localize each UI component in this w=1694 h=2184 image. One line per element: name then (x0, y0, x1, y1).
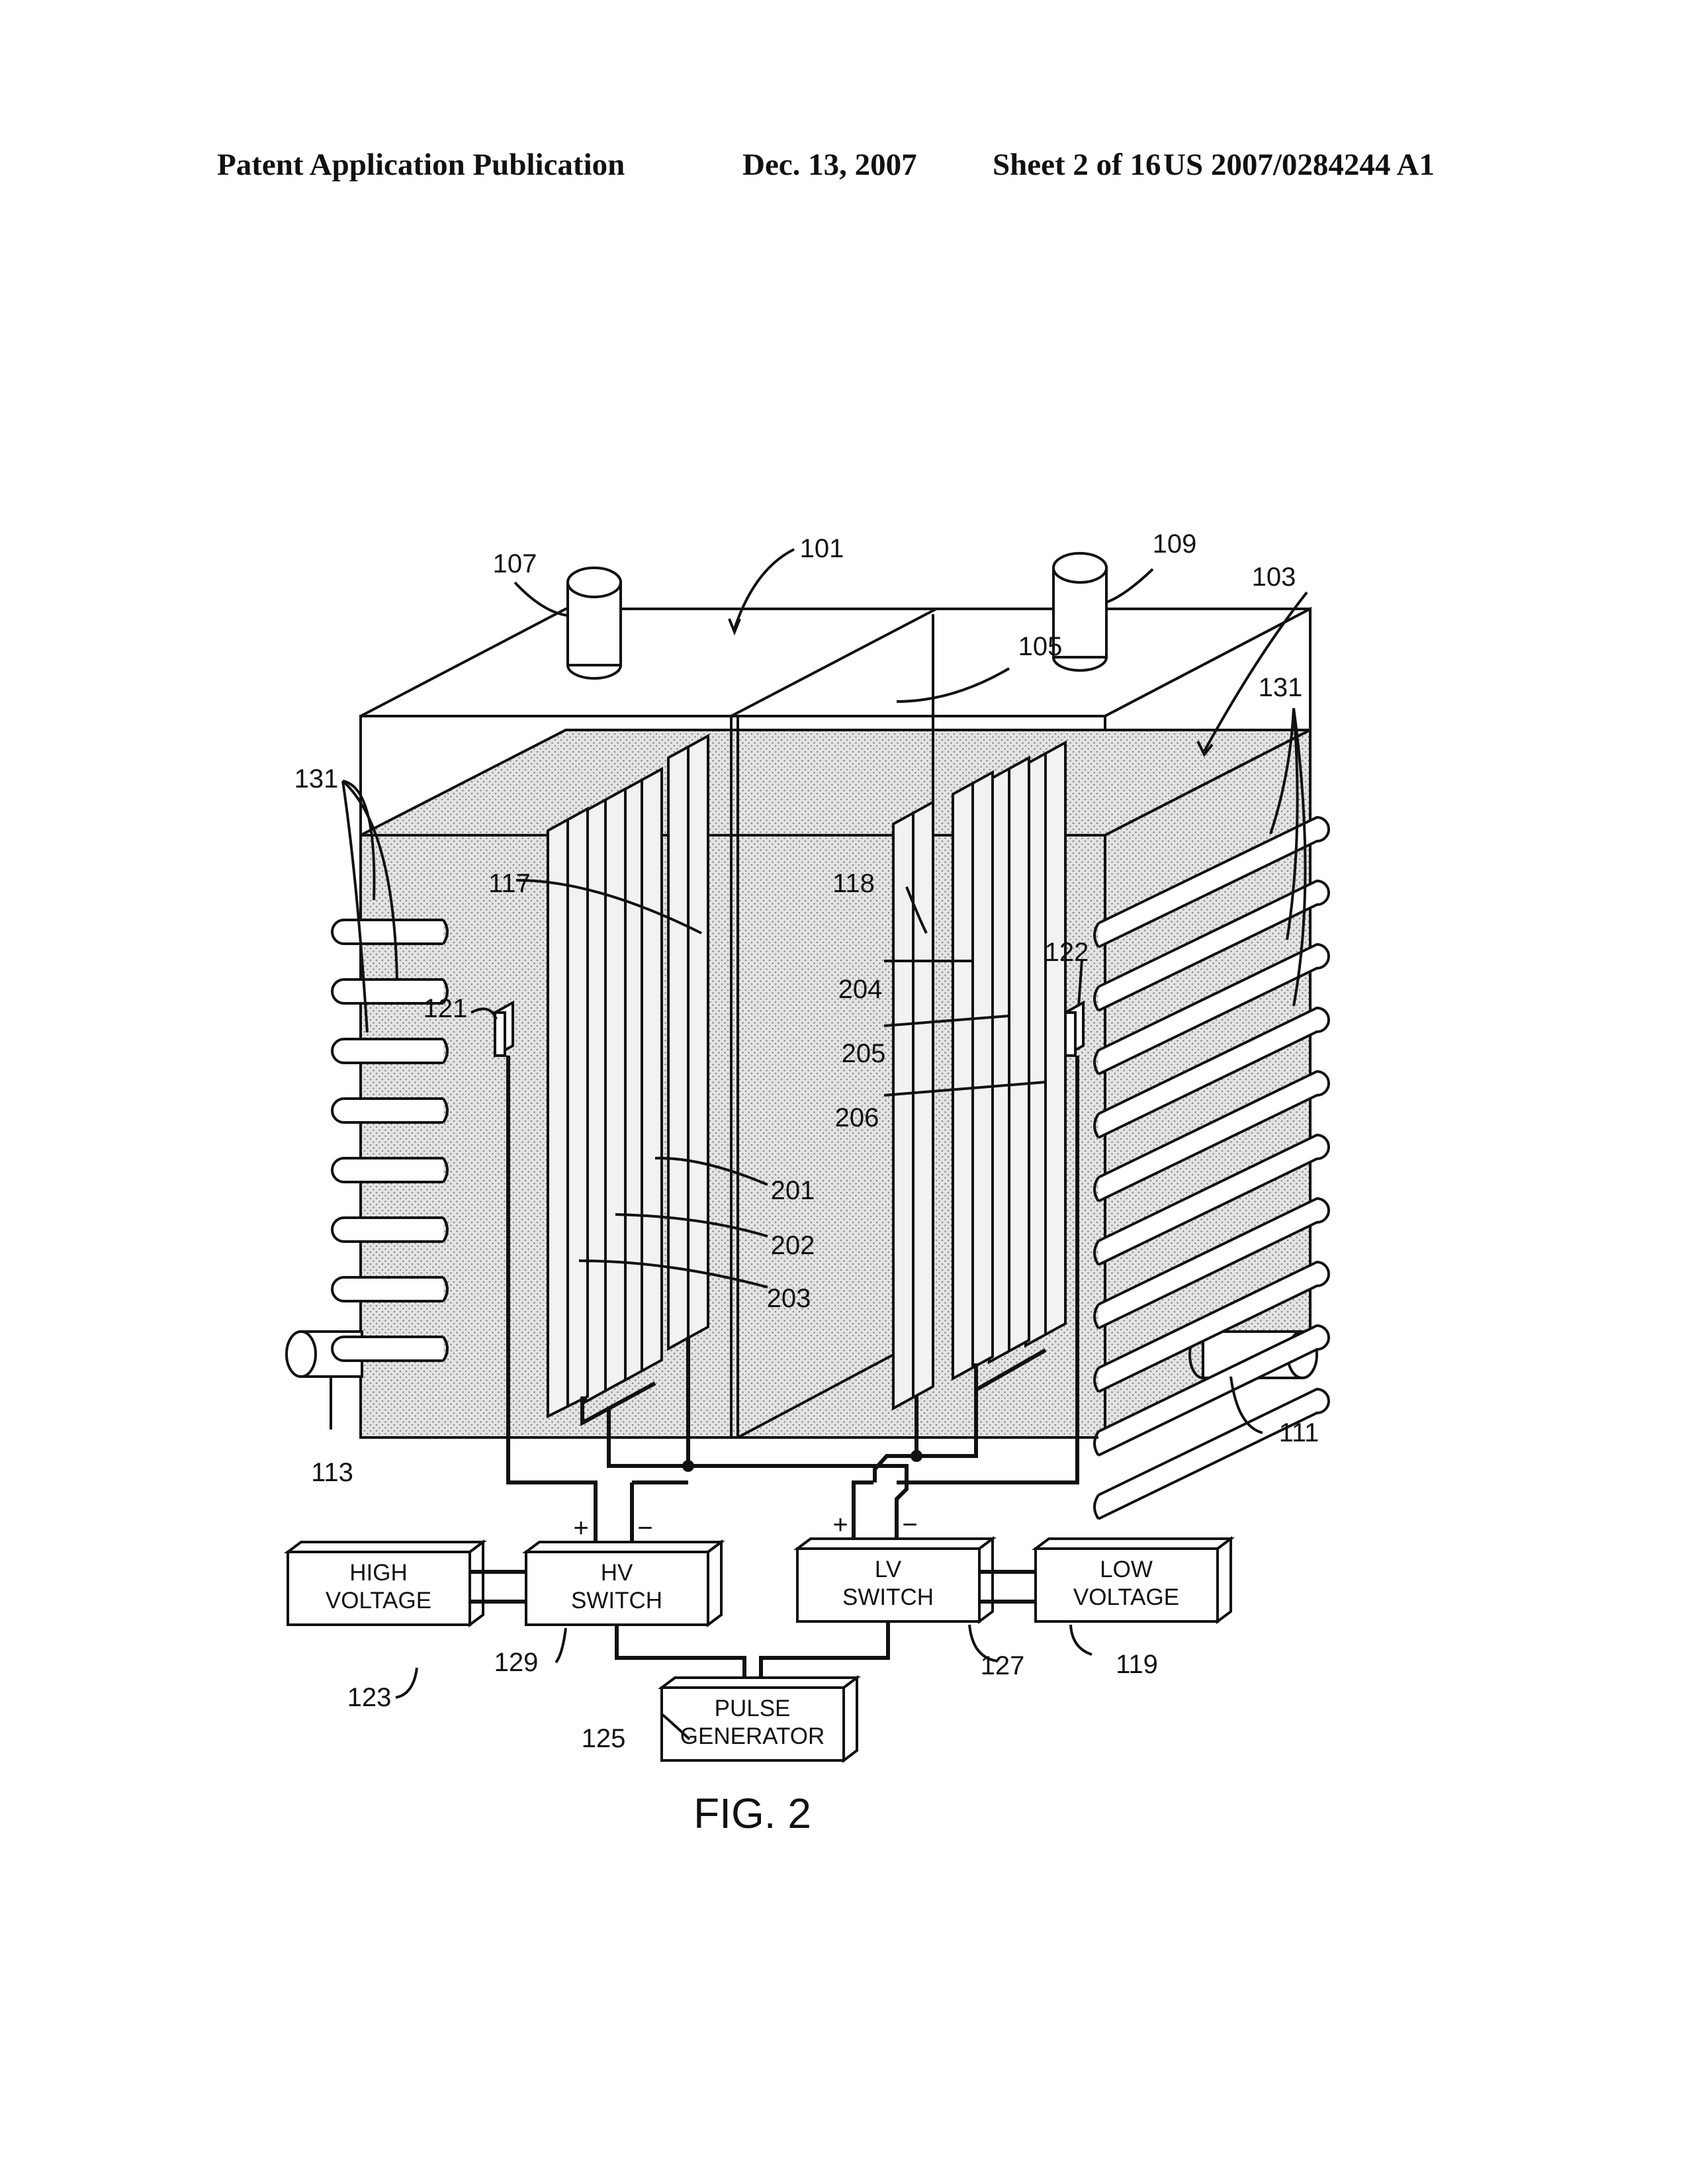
electrode-bank-left (548, 736, 708, 1423)
ref-123: 123 (347, 1683, 392, 1712)
coil-loop-left (332, 1218, 447, 1242)
pulse-generator-label-1: PULSE (715, 1696, 791, 1721)
ref-107: 107 (493, 549, 537, 578)
ref-125: 125 (582, 1724, 626, 1753)
coil-loop-left (332, 1277, 447, 1301)
pulse-generator-box: PULSE GENERATOR (662, 1678, 857, 1760)
ref-204: 204 (838, 975, 883, 1004)
ref-118: 118 (832, 869, 875, 898)
hv-switch-label-2: SWITCH (571, 1588, 662, 1614)
pulse-generator-label-2: GENERATOR (680, 1723, 825, 1749)
hv-plus: + (573, 1514, 588, 1543)
electrode-206 (1026, 743, 1065, 1345)
low-voltage-label-1: LOW (1100, 1557, 1153, 1582)
electrode-202 (586, 789, 625, 1402)
ref-205: 205 (842, 1039, 886, 1068)
ref-105: 105 (1018, 632, 1063, 661)
port-107 (568, 568, 621, 678)
ref-206: 206 (835, 1103, 879, 1132)
electrode-bank-right (893, 743, 1065, 1408)
hv-minus: − (637, 1514, 652, 1543)
low-voltage-label-2: VOLTAGE (1073, 1584, 1179, 1610)
lv-switch-label-2: SWITCH (842, 1584, 934, 1610)
ref-201: 201 (771, 1176, 815, 1205)
ref-129: 129 (494, 1648, 539, 1677)
ref-202: 202 (771, 1231, 815, 1260)
coil-loop-left (332, 920, 447, 944)
figure-caption: FIG. 2 (693, 1790, 811, 1837)
ref-109: 109 (1153, 529, 1197, 559)
ref-117: 117 (488, 869, 531, 898)
ref-121: 121 (424, 994, 468, 1023)
ref-101: 101 (800, 534, 844, 563)
lv-switch-box: LV SWITCH (797, 1539, 993, 1621)
electrode-117 (668, 736, 708, 1349)
ref-127: 127 (981, 1651, 1025, 1680)
high-voltage-label-1: HIGH (349, 1560, 408, 1586)
hv-switch-label-1: HV (601, 1560, 633, 1586)
ref-119: 119 (1116, 1650, 1158, 1679)
ref-131-left: 131 (294, 764, 339, 794)
ref-203: 203 (767, 1284, 811, 1313)
coil-loop-left (332, 1039, 447, 1063)
sensor-122 (1065, 1003, 1083, 1056)
high-voltage-box: HIGH VOLTAGE (288, 1542, 483, 1625)
hv-switch-box: HV SWITCH (526, 1542, 721, 1625)
coil-loop-left (332, 1158, 447, 1182)
electrode-201 (622, 769, 662, 1382)
ref-113: 113 (311, 1458, 353, 1487)
lv-switch-label-1: LV (875, 1557, 902, 1582)
coil-loop-left (332, 1337, 447, 1361)
lv-plus: + (832, 1510, 848, 1539)
high-voltage-label-2: VOLTAGE (326, 1588, 431, 1614)
ref-103: 103 (1252, 563, 1296, 592)
lv-minus: − (902, 1510, 917, 1539)
sensor-121 (495, 1003, 513, 1056)
ref-131-right: 131 (1259, 673, 1303, 702)
electrode-118 (893, 802, 933, 1408)
low-voltage-box: LOW VOLTAGE (1036, 1539, 1231, 1621)
electrode-205 (989, 758, 1029, 1362)
coil-loop-left (332, 1099, 447, 1122)
electrode-204 (953, 772, 993, 1379)
ref-111: 111 (1279, 1418, 1319, 1447)
ref-122: 122 (1045, 938, 1089, 967)
electrode-203 (548, 809, 588, 1416)
